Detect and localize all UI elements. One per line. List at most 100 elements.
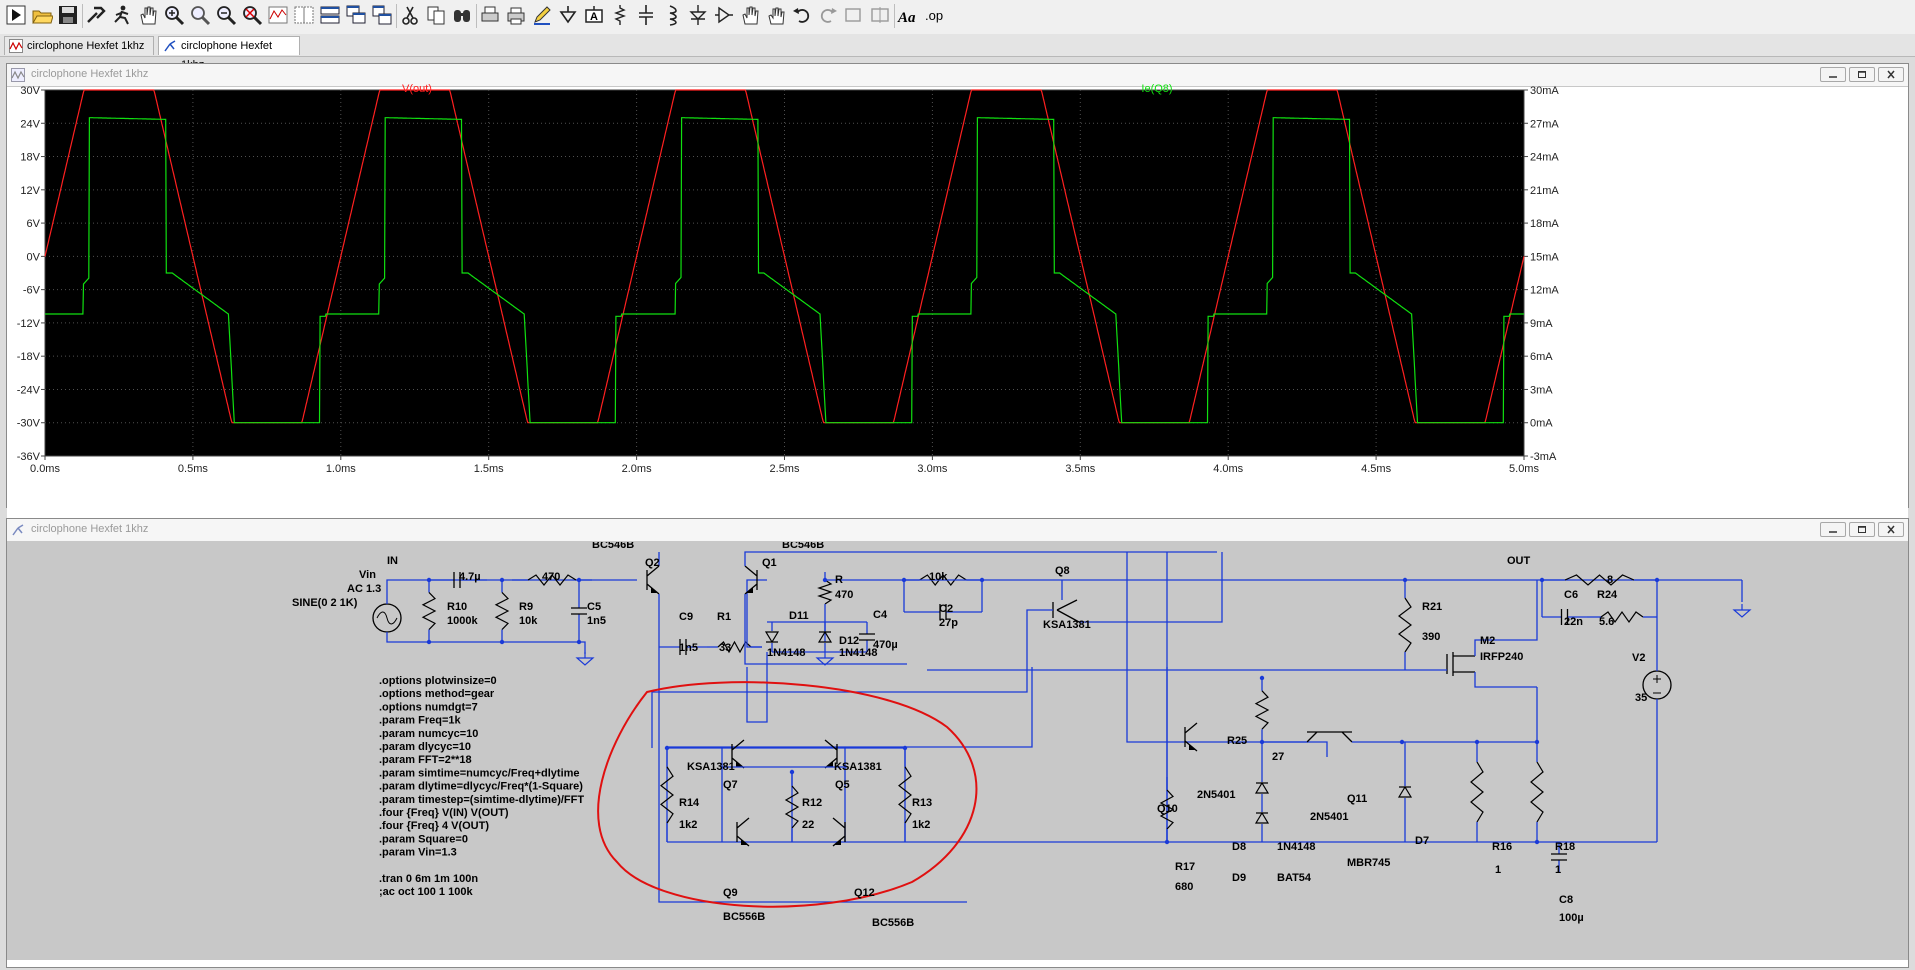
spice-directive-button[interactable]: .op bbox=[922, 3, 946, 27]
close-button[interactable] bbox=[1878, 67, 1904, 82]
plot-background bbox=[45, 90, 1524, 456]
y-tick-label: 24V bbox=[20, 118, 40, 130]
component-label: R10 bbox=[447, 601, 467, 613]
component-label: Q5 bbox=[835, 779, 850, 791]
tab-schematic[interactable]: circlophone Hexfet 1khz bbox=[158, 36, 300, 71]
component-label: 1n5 bbox=[679, 642, 698, 654]
transistor-arrow bbox=[747, 587, 753, 593]
print-preview-button[interactable] bbox=[504, 3, 528, 27]
restore-button[interactable] bbox=[1849, 67, 1875, 82]
component-button[interactable] bbox=[712, 3, 736, 27]
wire bbox=[1126, 552, 1328, 757]
component-label: 2N5401 bbox=[1310, 811, 1349, 823]
move-icon bbox=[742, 6, 759, 25]
tile-horizontal-button[interactable] bbox=[318, 3, 342, 27]
tab-label: circlophone Hexfet 1khz bbox=[27, 40, 145, 52]
control-panel-button[interactable] bbox=[84, 3, 108, 27]
spice-directive: .options plotwinsize=0 bbox=[379, 675, 497, 687]
undo-button[interactable] bbox=[790, 3, 814, 27]
text-button[interactable]: Aa bbox=[896, 3, 920, 27]
label-button[interactable]: A bbox=[582, 3, 606, 27]
tile-vertical-button[interactable] bbox=[370, 3, 394, 27]
restore-button[interactable] bbox=[1849, 522, 1875, 537]
x-tick-label: 4.5ms bbox=[1361, 463, 1391, 475]
schematic-icon bbox=[12, 524, 24, 536]
toolbar-separator bbox=[476, 4, 477, 28]
resistor-r24 bbox=[1600, 610, 1644, 624]
resistor-r14 bbox=[660, 766, 674, 824]
tab-waveform[interactable]: circlophone Hexfet 1khz bbox=[4, 36, 154, 55]
move-button[interactable] bbox=[738, 3, 762, 27]
diode-button[interactable] bbox=[686, 3, 710, 27]
component-label: R bbox=[835, 574, 843, 586]
highlight-ellipse bbox=[597, 681, 978, 908]
find-button[interactable] bbox=[450, 3, 474, 27]
waveform-plot[interactable]: 30V24V18V12V6V0V-6V-12V-18V-24V-30V-36V3… bbox=[7, 83, 1908, 507]
component-label: Q9 bbox=[723, 887, 738, 899]
rotate-icon bbox=[845, 8, 861, 22]
redo-icon bbox=[820, 8, 837, 23]
y-tick-label: 12V bbox=[20, 185, 40, 197]
cascade-button[interactable] bbox=[344, 3, 368, 27]
mirror-icon bbox=[871, 7, 889, 23]
component-label: 35 bbox=[1635, 692, 1647, 704]
resistor-button[interactable] bbox=[608, 3, 632, 27]
cursor-button[interactable] bbox=[292, 3, 316, 27]
close-button[interactable] bbox=[1878, 522, 1904, 537]
mirror-button[interactable] bbox=[868, 3, 892, 27]
x-tick-label: 3.0ms bbox=[917, 463, 947, 475]
spice-directive: .tran 0 6m 1m 100n bbox=[379, 873, 478, 885]
ground-icon bbox=[559, 6, 577, 24]
wire bbox=[744, 551, 1217, 566]
wire bbox=[746, 652, 768, 723]
rotate-button[interactable] bbox=[842, 3, 866, 27]
component-label: 5.6 bbox=[1599, 616, 1614, 628]
copy-button[interactable] bbox=[424, 3, 448, 27]
y2-tick-label: 6mA bbox=[1530, 351, 1553, 363]
wire bbox=[386, 632, 586, 654]
save-button[interactable] bbox=[56, 3, 80, 27]
capacitor-c5 bbox=[571, 607, 587, 615]
component-label: Q11 bbox=[1347, 793, 1367, 805]
inductor-button[interactable] bbox=[660, 3, 684, 27]
pan-button[interactable] bbox=[136, 3, 160, 27]
component-label: R12 bbox=[802, 797, 822, 809]
zoom-box-button[interactable] bbox=[188, 3, 212, 27]
component-label: IRFP240 bbox=[1480, 651, 1523, 663]
component-label: C8 bbox=[1559, 894, 1573, 906]
zoom-box-icon bbox=[191, 6, 211, 26]
minimize-icon bbox=[1829, 76, 1837, 78]
component-label: Q8 bbox=[1055, 565, 1070, 577]
drag-button[interactable] bbox=[764, 3, 788, 27]
x-tick-label: 1.5ms bbox=[474, 463, 504, 475]
capacitor-button[interactable] bbox=[634, 3, 658, 27]
zoom-in-button[interactable] bbox=[162, 3, 186, 27]
component-label: R14 bbox=[679, 797, 700, 809]
redo-button[interactable] bbox=[816, 3, 840, 27]
autorange-button[interactable] bbox=[266, 3, 290, 27]
run-button[interactable] bbox=[4, 3, 28, 27]
ground-button[interactable] bbox=[556, 3, 580, 27]
spice-directive: .options numdgt=7 bbox=[379, 701, 478, 713]
component-label: OUT bbox=[1507, 555, 1531, 567]
resistor-470 bbox=[527, 574, 577, 586]
minimize-button[interactable] bbox=[1820, 67, 1846, 82]
toolbar-separator bbox=[396, 4, 397, 28]
zoom-out-button[interactable] bbox=[214, 3, 238, 27]
ground-symbol bbox=[815, 652, 835, 666]
print-button[interactable] bbox=[478, 3, 502, 27]
open-button[interactable] bbox=[30, 3, 54, 27]
cut-button[interactable] bbox=[398, 3, 422, 27]
component-label: D8 bbox=[1232, 841, 1246, 853]
capacitor-c-input bbox=[453, 572, 461, 588]
component-label: KSA1381 bbox=[687, 761, 735, 773]
halt-button[interactable] bbox=[110, 3, 134, 27]
zoom-full-button[interactable] bbox=[240, 3, 264, 27]
pencil-button[interactable] bbox=[530, 3, 554, 27]
minimize-button[interactable] bbox=[1820, 522, 1846, 537]
tile-horizontal-icon bbox=[320, 6, 340, 24]
document-tabs: circlophone Hexfet 1khz circlophone Hexf… bbox=[0, 34, 1915, 71]
